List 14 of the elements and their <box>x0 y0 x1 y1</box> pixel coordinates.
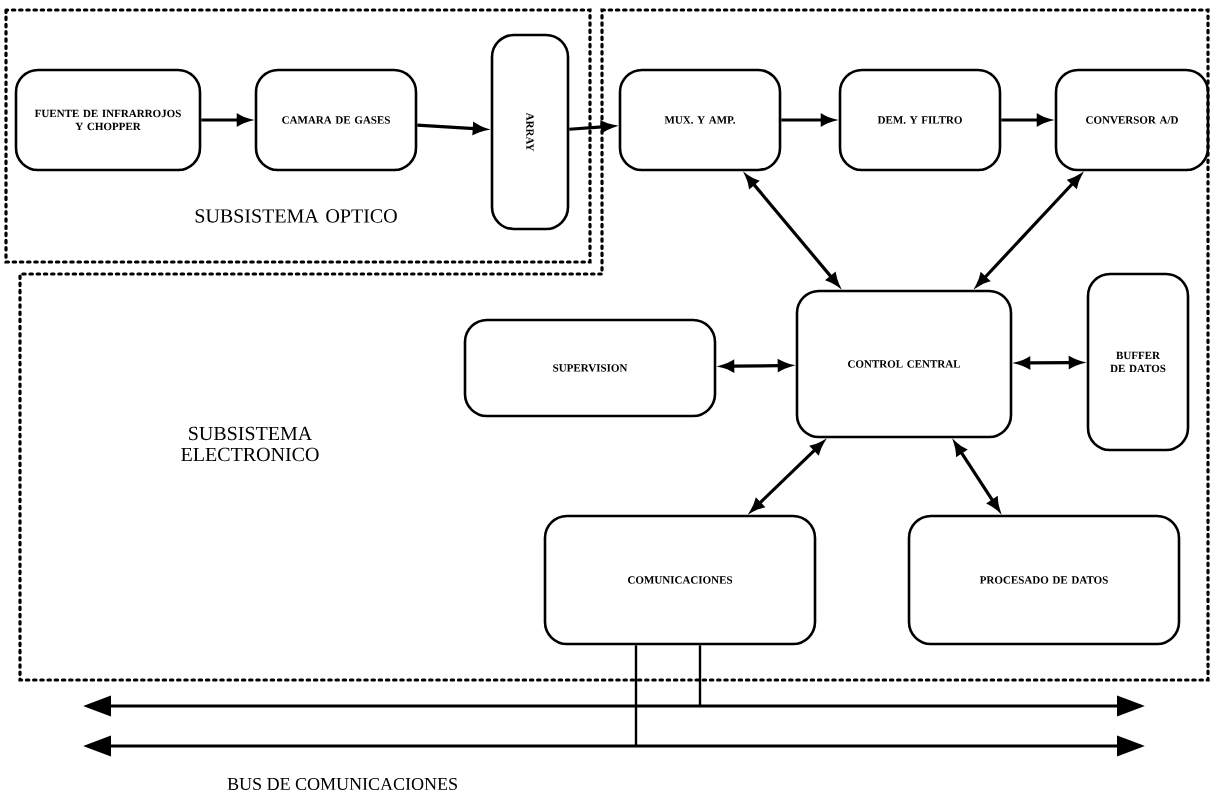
arrow <box>417 122 486 135</box>
arrow <box>745 174 840 287</box>
arrow <box>201 114 250 126</box>
bus-label: BUS DE COMUNICACIONES <box>227 777 457 791</box>
arrow <box>721 359 791 372</box>
connector-line <box>698 645 702 706</box>
arrow <box>569 121 614 133</box>
arrow <box>954 442 1000 511</box>
arrow <box>1001 114 1050 126</box>
connector-line <box>634 645 638 746</box>
arrow <box>781 114 834 126</box>
arrow <box>1017 356 1082 369</box>
arrow <box>976 174 1082 287</box>
arrow <box>750 441 824 512</box>
